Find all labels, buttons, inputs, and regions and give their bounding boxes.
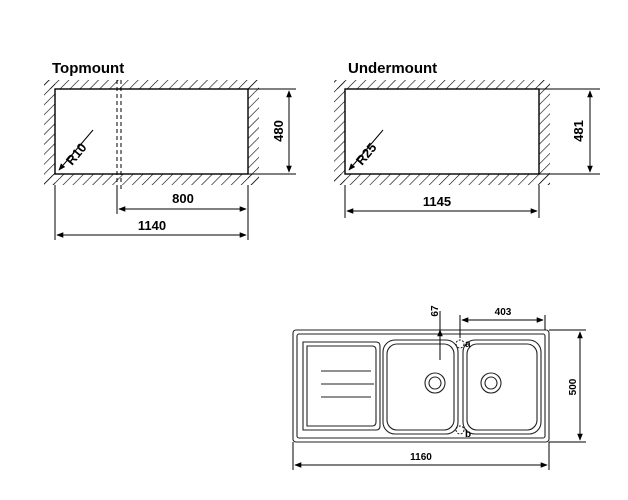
undermount-diagram: Undermount R25 481 1145 <box>334 60 600 218</box>
topmount-outer-width-label: 1140 <box>138 218 166 233</box>
drainboard-inner <box>306 345 377 427</box>
topmount-radius-label: R10 <box>63 140 90 168</box>
topmount-hatch-left <box>44 80 55 185</box>
drainboard <box>302 341 381 431</box>
undermount-hatch-bottom <box>334 174 550 185</box>
undermount-radius-arrow <box>348 129 384 171</box>
drain-left-inner <box>428 376 442 390</box>
topmount-cutout <box>54 88 249 175</box>
topmount-title: Topmount <box>52 60 124 77</box>
dim-500-label: 500 <box>568 378 579 395</box>
drain-right <box>480 372 502 394</box>
tap-hole-b-label: b <box>465 429 471 440</box>
sink-outline <box>292 329 550 443</box>
sink-rim <box>296 333 546 439</box>
undermount-height-label: 481 <box>571 120 586 142</box>
undermount-title: Undermount <box>348 60 437 77</box>
topmount-hatch-top <box>44 80 259 89</box>
bowl-right-inner <box>466 343 538 431</box>
bowl-right <box>462 339 542 435</box>
drain-left <box>424 372 446 394</box>
dim-1160-label: 1160 <box>410 452 432 463</box>
undermount-width-label: 1145 <box>423 194 451 209</box>
bowl-left-inner <box>386 343 455 431</box>
tap-hole-a-label: a <box>465 339 471 350</box>
dim-403-label: 403 <box>495 307 512 318</box>
dim-67-label: 67 <box>430 305 441 317</box>
sink-plan-view: a b 67 403 500 1160 <box>292 305 586 470</box>
topmount-hatch-bottom <box>44 174 259 185</box>
tap-hole-a <box>455 339 465 349</box>
undermount-hatch-top <box>334 80 550 89</box>
topmount-inner-width-label: 800 <box>172 191 194 206</box>
topmount-height-label: 480 <box>271 120 286 142</box>
undermount-cutout <box>344 88 540 175</box>
topmount-radius-arrow <box>58 129 94 171</box>
undermount-hatch-left <box>334 80 345 185</box>
drain-right-inner <box>484 376 498 390</box>
topmount-hatch-right <box>248 80 259 185</box>
tap-hole-b <box>455 425 465 435</box>
topmount-diagram: Topmount R10 480 800 1140 <box>44 60 296 240</box>
undermount-hatch-right <box>539 80 550 185</box>
bowl-left <box>382 339 459 435</box>
undermount-radius-label: R25 <box>353 140 380 168</box>
